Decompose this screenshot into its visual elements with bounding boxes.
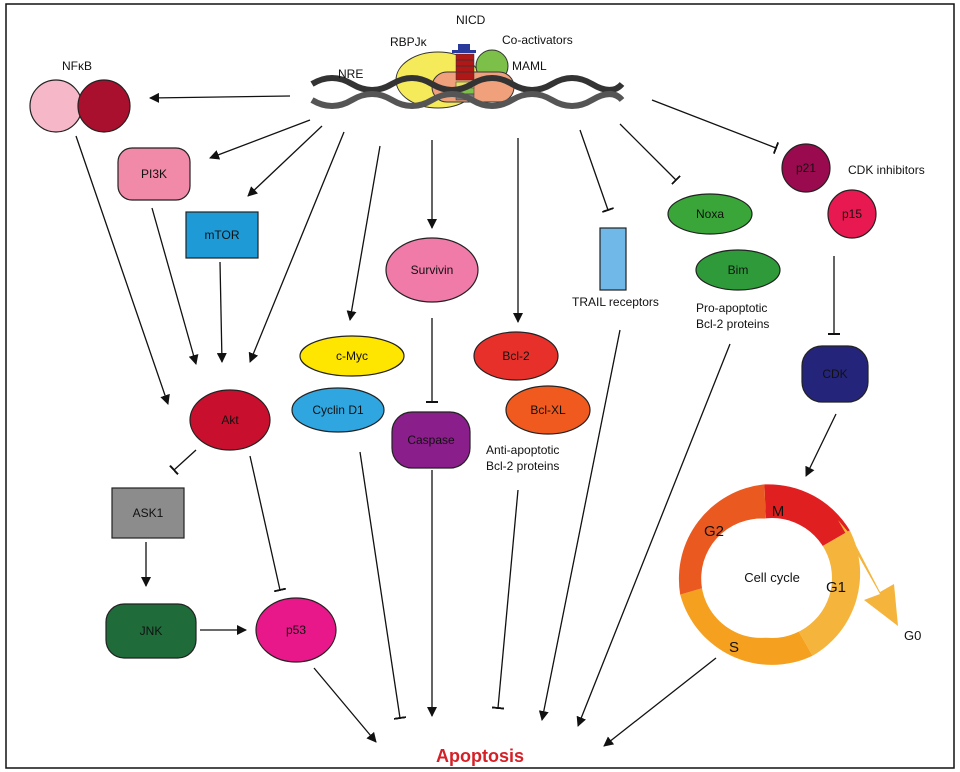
edge-p53-apoptosis [313,667,377,743]
caspase-node [391,411,471,469]
phase-g2-segment [678,484,766,595]
nfkb-right-circle [77,79,131,133]
mtor-node [185,211,259,259]
edge-cyclind1-apoptosis [359,451,407,720]
edge-dna-trail [579,129,614,213]
edge-dna-nfkb [149,92,291,103]
g0-arrow [838,520,898,626]
edge-mtor-akt [216,261,227,363]
bcl2-label: Bcl-2 [502,349,530,363]
g0-label: G0 [904,628,921,643]
edge-pi3k-akt [151,207,199,365]
anti-apoptotic-label-2: Bcl-2 proteins [486,459,559,473]
cell-cycle-center-label: Cell cycle [744,570,800,585]
jnk-node [105,603,197,659]
cmyc-label: c-Myc [336,349,368,363]
phase-m-segment [764,484,850,548]
caspase-label: Caspase [407,433,455,447]
notch-complex: NRE RBPJκ NICD Co-activators MAML [310,13,625,109]
dna-strand-2 [310,91,625,109]
edge-dna-noxa [619,123,681,185]
nre-label: NRE [338,67,363,81]
pi3k-label: PI3K [141,167,167,181]
bclxl-node [505,385,591,435]
p15-node [827,189,877,239]
ask1-node [111,487,185,539]
connectors [75,92,840,747]
bclxl-label: Bcl-XL [530,403,566,417]
akt-node [189,389,271,451]
bim-label: Bim [728,263,749,277]
p53-node [255,597,337,663]
cyclind1-label: Cyclin D1 [312,403,364,417]
nfkb-label: NFκB [62,59,92,73]
phase-g1-label: G1 [826,579,846,596]
phase-g2-label: G2 [704,523,724,540]
mtor-label: mTOR [204,228,239,242]
edge-dna-mtor [247,125,323,197]
cmyc-node [299,335,405,377]
cell-cycle: Cell cycle M G1 S G2 G0 [678,484,921,665]
phase-s-segment [680,588,813,665]
figure-border [5,3,955,769]
nicd-cap [458,44,470,50]
edge-cdk-cellcycle [805,413,837,477]
trail-receptor-node [599,227,627,291]
edge-akt-p53 [249,455,287,593]
rbpjk-label: RBPJκ [390,35,428,49]
nfkb-left-circle [29,79,83,133]
edge-dna-pi3k [209,119,311,160]
edge-dna-akt [248,131,345,363]
phase-m-label: M [772,503,785,520]
akt-label: Akt [221,413,239,427]
anti-apoptotic-label-1: Anti-apoptotic [486,443,559,457]
apoptosis-label: Apoptosis [436,746,524,766]
nicd-block [455,53,475,81]
bcl2-node [473,331,559,381]
noxa-label: Noxa [696,207,724,221]
p53-label: p53 [286,623,306,637]
cyclind1-node [291,387,385,433]
edge-akt-ask1 [169,449,197,476]
edge-proapoptotic-apoptosis [576,343,731,727]
edge-cellcycle-apoptosis [603,657,717,747]
edge-dna-cmyc [346,145,381,321]
trail-label: TRAIL receptors [572,295,659,309]
phase-s-label: S [729,639,739,656]
p21-label: p21 [796,161,816,175]
pro-apoptotic-label-2: Bcl-2 proteins [696,317,769,331]
noxa-node [667,193,753,235]
ask1-label: ASK1 [133,506,164,520]
nicd-label: NICD [456,13,486,27]
edge-antiapoptotic-apoptosis [491,489,519,710]
edge-dna-p21 [651,99,780,154]
jnk-label: JNK [140,624,163,638]
edge-nfkb-akt [75,135,170,405]
bim-node [695,249,781,291]
p15-label: p15 [842,207,862,221]
p21-node [781,143,831,193]
cdk-node [801,345,869,403]
maml-label: MAML [512,59,547,73]
survivin-node [385,237,479,303]
cdk-inhibitors-label: CDK inhibitors [848,163,925,177]
edge-trail-apoptosis [538,329,621,721]
dna-strand-1 [310,75,625,93]
coactivators-label: Co-activators [502,33,573,47]
nicd-bar [452,50,476,53]
cdk-label: CDK [822,367,847,381]
cell-cycle-hole [712,518,832,638]
survivin-label: Survivin [411,263,454,277]
pi3k-node [117,147,191,201]
pro-apoptotic-label-1: Pro-apoptotic [696,301,767,315]
